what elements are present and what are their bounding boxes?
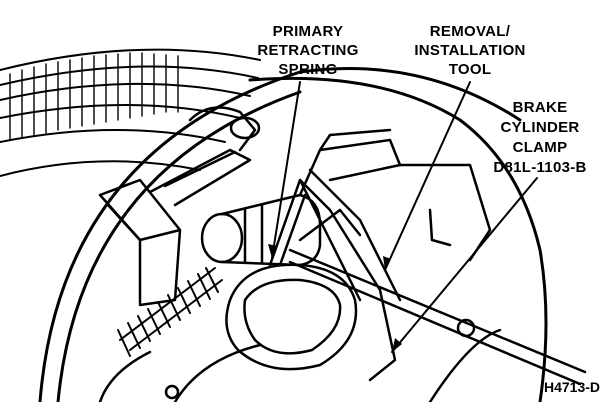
callout-primary-spring-line-3: SPRING: [278, 61, 337, 78]
lining-texture: [9, 52, 179, 141]
adjuster-spring: [117, 267, 223, 357]
hub: [98, 318, 502, 402]
leader-primary-spring: [271, 81, 301, 259]
callout-removal-tool-line-1: REMOVAL/: [430, 23, 511, 40]
leader-lines: [271, 81, 538, 353]
leader-arrowheads: [268, 244, 402, 352]
callout-removal-tool-line-3: TOOL: [449, 61, 492, 78]
retracting-spring: [225, 178, 397, 382]
shoe-web: [298, 128, 492, 302]
callout-primary-spring: PRIMARY RETRACTING SPRING: [257, 23, 358, 78]
leader-removal-tool: [384, 81, 471, 271]
callout-cylinder-clamp-line-1: BRAKE: [513, 99, 568, 116]
callout-cylinder-clamp-line-4: D81L-1103-B: [493, 159, 586, 176]
callout-primary-spring-line-2: RETRACTING: [257, 42, 358, 59]
callout-cylinder-clamp-line-3: CLAMP: [513, 139, 568, 156]
callout-removal-tool: REMOVAL/ INSTALLATION TOOL: [414, 23, 525, 78]
wheel-cylinder: [148, 106, 322, 267]
leader-cylinder-clamp: [391, 177, 538, 353]
figure-code: H4713-D: [544, 379, 600, 395]
callout-primary-spring-line-1: PRIMARY: [273, 23, 344, 40]
callout-cylinder-clamp-line-2: CYLINDER: [500, 119, 579, 136]
anchor-bracket: [98, 178, 182, 307]
callout-removal-tool-line-2: INSTALLATION: [414, 42, 525, 59]
removal-tool-rod: [288, 208, 587, 386]
callout-cylinder-clamp: BRAKE CYLINDER CLAMP D81L-1103-B: [493, 99, 586, 176]
